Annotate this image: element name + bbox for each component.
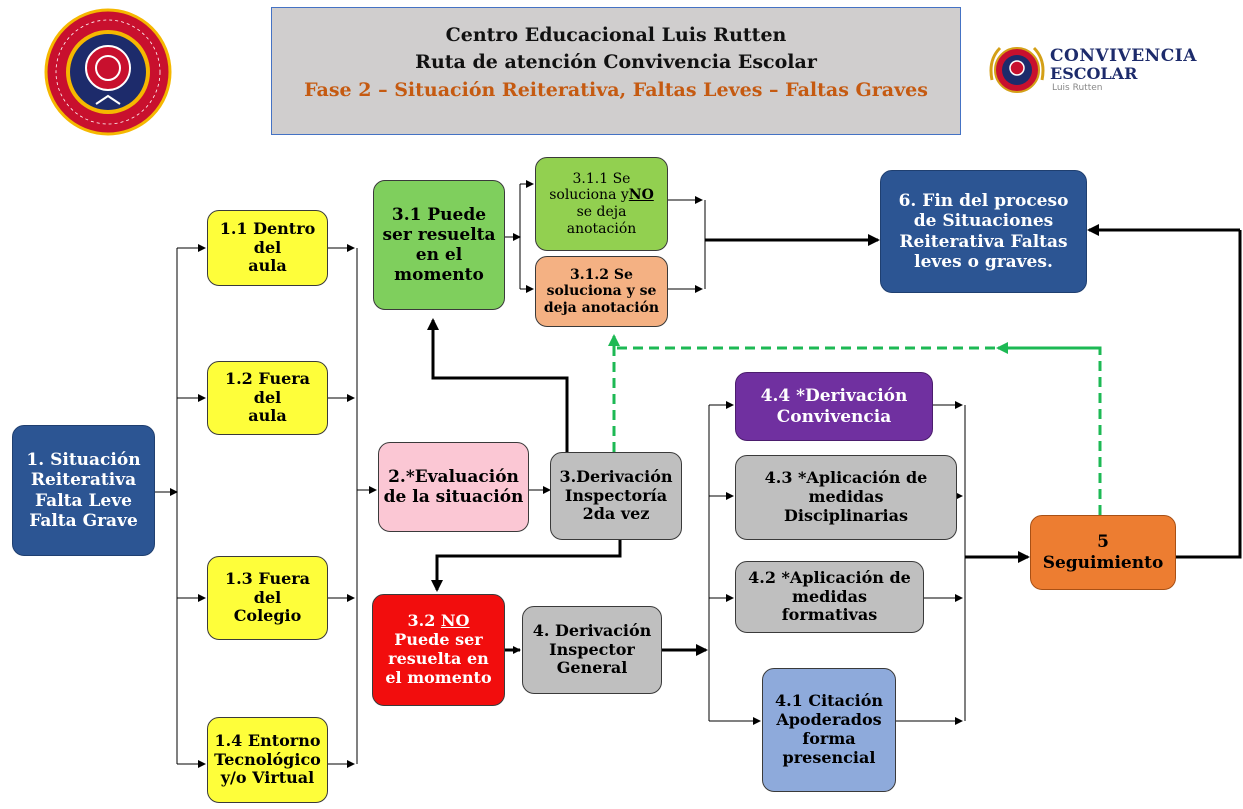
node-3-1-1-soluciona-sin-anotacion: 3.1.1 Se soluciona yNO se deja anotación [535, 157, 668, 251]
node-4-1-citacion-apoderados: 4.1 Citación Apoderados forma presencial [762, 668, 896, 792]
convivencia-logo-line1: CONVIVENCIA [1050, 46, 1197, 66]
node-3-2-no: NO [440, 611, 470, 631]
convivencia-logo-sub: Luis Rutten [1052, 83, 1103, 93]
node-1-2-fuera-del-aula: 1.2 Fuera del aula [207, 361, 328, 435]
node-1-3-fuera-del-colegio: 1.3 Fuera del Colegio [207, 556, 328, 640]
node-3-derivacion-inspectoria: 3.Derivación Inspectoría 2da vez [550, 452, 682, 540]
convivencia-seal-icon [989, 46, 1045, 93]
node-3-1-1-text-a: 3.1.1 Se soluciona y [549, 170, 631, 204]
node-6-fin-del-proceso: 6. Fin del proceso de Situaciones Reiter… [880, 170, 1087, 293]
node-3-1-1-text-b: se deja anotación [566, 204, 637, 237]
node-3-1-2-soluciona-con-anotacion: 3.1.2 Se soluciona y se deja anotación [535, 256, 668, 327]
node-4-2-medidas-formativas: 4.2 *Aplicación de medidas formativas [735, 561, 924, 633]
node-3-2-text-b: Puede ser resuelta en el momento [385, 630, 492, 687]
node-3-2-text-a: 3.2 [407, 611, 441, 631]
node-4-3-medidas-disciplinarias: 4.3 *Aplicación de medidas Disciplinaria… [735, 455, 957, 540]
node-5-seguimiento: 5 Seguimiento [1030, 515, 1176, 590]
header-phase-title: Fase 2 – Situación Reiterativa, Faltas L… [304, 79, 928, 101]
node-3-2-no-puede-ser-resuelta: 3.2 NO Puede ser resuelta en el momento [372, 594, 505, 706]
school-seal-logo [44, 8, 172, 136]
convivencia-logo-line2: ESCOLAR [1050, 64, 1138, 83]
node-1-1-dentro-del-aula: 1.1 Dentro del aula [207, 210, 328, 286]
convivencia-logo: CONVIVENCIA ESCOLAR Luis Rutten [986, 40, 1196, 100]
node-2-evaluacion: 2.*Evaluación de la situación [378, 442, 529, 532]
node-4-4-derivacion-convivencia: 4.4 *Derivación Convivencia [735, 372, 933, 441]
node-1-4-entorno-tecnologico: 1.4 Entorno Tecnológico y/o Virtual [207, 717, 328, 803]
node-4-derivacion-inspector-general: 4. Derivación Inspector General [522, 606, 662, 694]
node-3-1-puede-ser-resuelta: 3.1 Puede ser resuelta en el momento [373, 180, 505, 310]
node-1-situacion-reiterativa: 1. Situación Reiterativa Falta Leve Falt… [12, 425, 155, 556]
node-3-1-1-no: NO [628, 187, 654, 204]
header-school-name: Centro Educacional Luis Rutten [445, 24, 787, 46]
header-route-title: Ruta de atención Convivencia Escolar [415, 51, 817, 73]
header-banner: Centro Educacional Luis Rutten Ruta de a… [271, 7, 961, 135]
